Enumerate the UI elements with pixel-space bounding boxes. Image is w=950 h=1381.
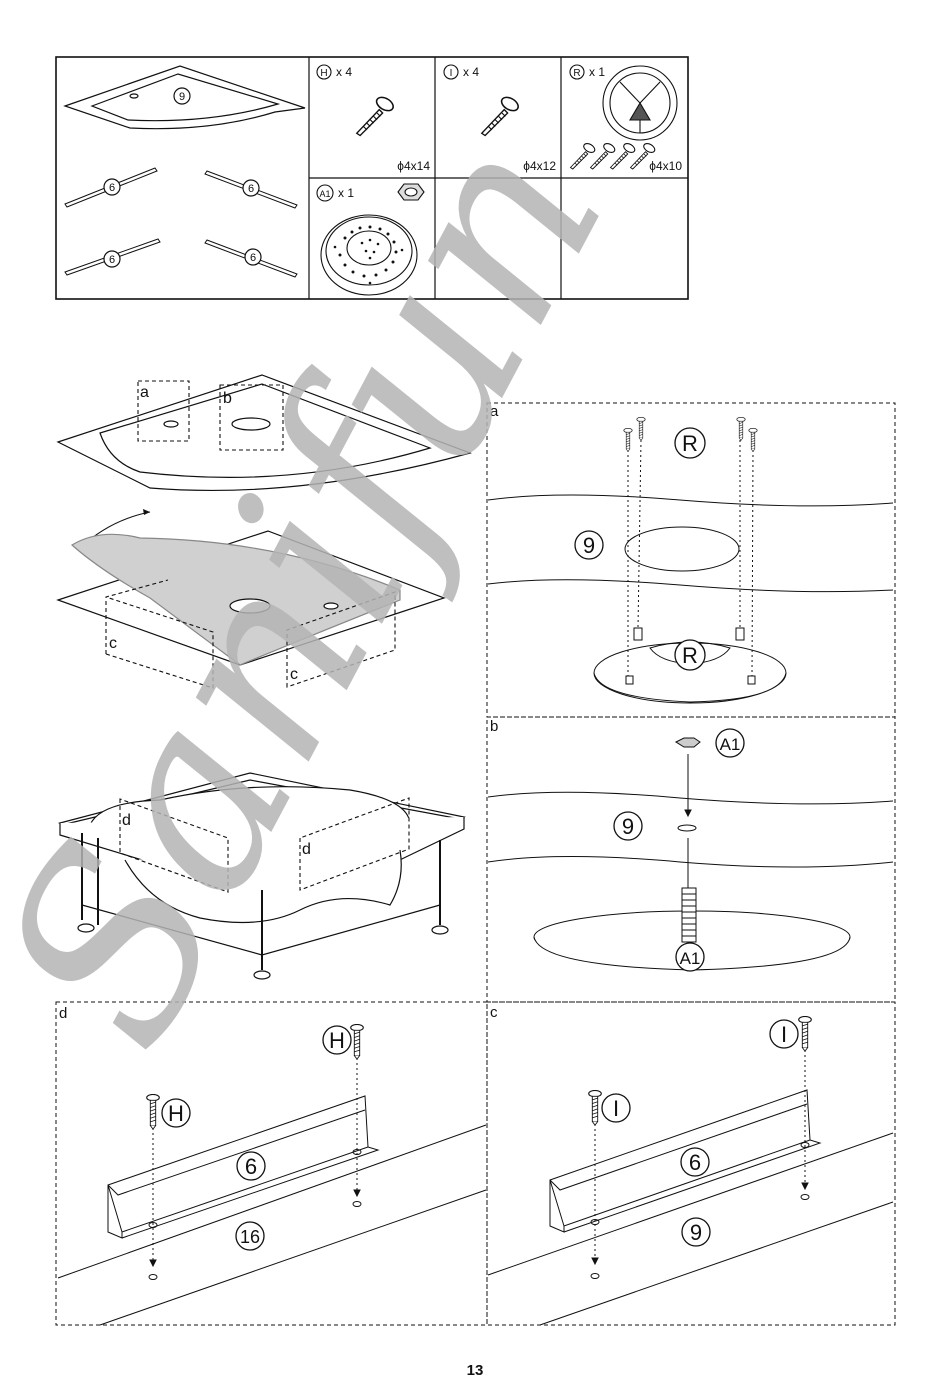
- svg-text:6: 6: [109, 254, 115, 266]
- label-d-left: d: [122, 812, 131, 829]
- svg-text:16: 16: [240, 1227, 260, 1247]
- page-number: 13: [466, 1362, 484, 1379]
- svg-text:9: 9: [622, 814, 634, 839]
- support-disc-icon: [602, 65, 678, 141]
- svg-text:x 4: x 4: [336, 65, 352, 79]
- panel-b-letter: b: [490, 718, 498, 735]
- svg-text:A1: A1: [680, 949, 701, 968]
- detail-d-callouts: H H 6 16: [161, 1025, 352, 1251]
- label-a: a: [140, 384, 149, 401]
- detail-box-d-overview: [119, 797, 410, 893]
- drain-nut-icon: [397, 183, 425, 201]
- svg-text:6: 6: [689, 1150, 701, 1175]
- svg-text:R: R: [682, 643, 698, 668]
- svg-text:H: H: [320, 68, 327, 79]
- label-c-left: c: [109, 635, 117, 652]
- tray-overview-top: [56, 374, 472, 492]
- rail-parts-6: [64, 167, 298, 278]
- svg-text:H: H: [168, 1101, 184, 1126]
- svg-text:x 4: x 4: [463, 65, 479, 79]
- rail-callouts: 6 6 6 6: [103, 178, 262, 268]
- drain-strainer-icon: [320, 214, 418, 296]
- svg-text:6: 6: [250, 252, 256, 264]
- detail-c-callouts: I I 6 9: [601, 1019, 799, 1247]
- svg-text:R: R: [573, 68, 580, 79]
- cell-r: R x 1 ϕ4x10: [569, 64, 682, 173]
- detail-a-drawing: [487, 439, 894, 704]
- assembled-frame-overview: [57, 772, 466, 980]
- cell-h: H x 4 ϕ4x14: [316, 64, 430, 173]
- detail-a-callouts: R 9 R: [574, 427, 706, 671]
- label-c-right: c: [290, 666, 298, 683]
- svg-text:I: I: [450, 68, 453, 79]
- svg-text:ϕ4x12: ϕ4x12: [523, 159, 556, 173]
- label-d-right: d: [302, 841, 311, 858]
- svg-text:6: 6: [245, 1154, 257, 1179]
- svg-text:9: 9: [583, 533, 595, 558]
- panel-d-letter: d: [59, 1005, 67, 1022]
- detail-box-c-overview: [105, 579, 396, 689]
- cell-a1: A1 x 1: [316, 183, 425, 296]
- svg-text:ϕ4x10: ϕ4x10: [649, 159, 682, 173]
- detail-d-drawing: [57, 1058, 487, 1326]
- detail-box-a-overview: [137, 380, 284, 451]
- label-b: b: [223, 390, 232, 407]
- svg-text:6: 6: [109, 182, 115, 194]
- svg-text:I: I: [613, 1096, 619, 1121]
- panel-c-letter: c: [490, 1004, 498, 1021]
- parts-table: [55, 56, 689, 300]
- svg-text:R: R: [682, 431, 698, 456]
- svg-text:ϕ4x14: ϕ4x14: [397, 159, 430, 173]
- svg-text:x 1: x 1: [338, 186, 354, 200]
- detail-panels-frame: [55, 402, 896, 1326]
- detail-b-drawing: [487, 737, 894, 971]
- svg-text:H: H: [329, 1028, 345, 1053]
- svg-text:9: 9: [690, 1220, 702, 1245]
- svg-text:x 1: x 1: [589, 65, 605, 79]
- svg-text:9: 9: [179, 91, 185, 103]
- detail-c-drawing: [487, 1050, 894, 1326]
- flip-arrow-head: [143, 509, 150, 515]
- cell-i: I x 4 ϕ4x12: [443, 64, 556, 173]
- svg-text:A1: A1: [319, 189, 330, 199]
- tray-overview-bottom: [56, 530, 446, 666]
- panel-a-letter: a: [490, 403, 499, 420]
- callout-9: 9: [173, 87, 191, 105]
- svg-text:A1: A1: [720, 735, 741, 754]
- svg-text:6: 6: [248, 183, 254, 195]
- detail-b-callouts: A1 9 A1: [613, 728, 745, 972]
- svg-text:I: I: [781, 1022, 787, 1047]
